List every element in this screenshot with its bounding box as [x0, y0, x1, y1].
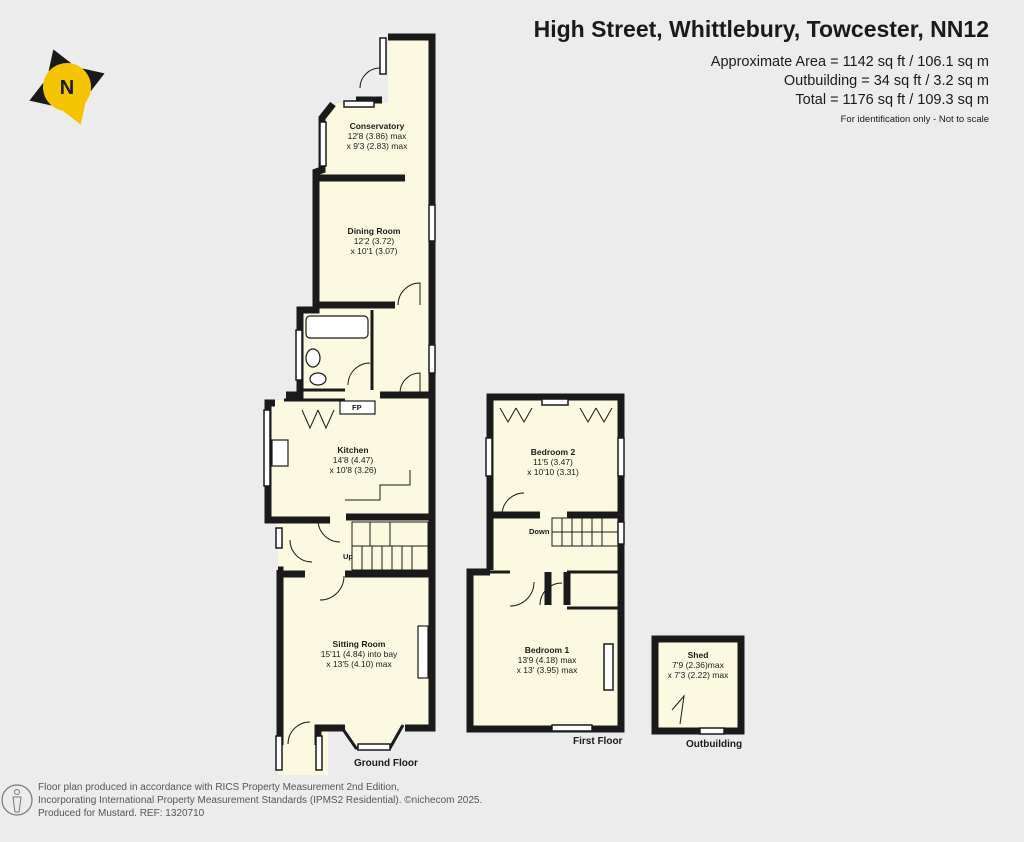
shed-window — [699, 727, 725, 735]
room-name: Kitchen — [337, 445, 369, 455]
room-dimension: 12'2 (3.72) — [353, 236, 395, 246]
ground-floor-fill — [270, 37, 432, 775]
outbuilding-label: Outbuilding — [686, 739, 743, 750]
room-sitting: Sitting Room 15'11 (4.84) into bay x 13'… — [321, 639, 398, 669]
room-dimension: 12'8 (3.86) max — [347, 131, 407, 141]
room-name: Sitting Room — [332, 639, 386, 649]
room-dimension: 11'5 (3.47) — [533, 457, 573, 467]
room-dimension: x 9'3 (2.83) max — [346, 141, 408, 151]
room-name: Bedroom 1 — [524, 645, 570, 655]
room-dimension: 14'8 (4.47) — [332, 455, 374, 465]
ipms-person-icon — [1, 784, 33, 816]
room-name: Conservatory — [349, 121, 405, 131]
room-dimension: x 7'3 (2.22) max — [667, 670, 729, 680]
room-name: Shed — [687, 650, 709, 660]
room-bedroom-1: Bedroom 1 13'9 (4.18) max x 13' (3.95) m… — [517, 645, 578, 675]
shed-outline — [651, 635, 745, 735]
footer-notes: Floor plan produced in accordance with R… — [38, 781, 482, 820]
compass-north-icon — [29, 49, 105, 125]
room-dimension: x 13'5 (4.10) max — [326, 659, 392, 669]
room-name: Bedroom 2 — [530, 447, 576, 457]
first-floor-walls — [466, 393, 625, 733]
room-dimension: 7'9 (2.36)max — [672, 660, 724, 670]
ground-floor-walls — [264, 33, 436, 745]
room-dimension: x 10'1 (3.07) — [350, 246, 398, 256]
room-kitchen: Kitchen 14'8 (4.47) x 10'8 (3.26) — [330, 445, 377, 475]
ground-floor-windows — [263, 37, 436, 771]
stairs-up-label: Up — [343, 552, 353, 561]
ground-floor-fixtures — [271, 315, 429, 679]
room-dimension: x 10'8 (3.26) — [329, 465, 377, 475]
ground-floor-doors — [287, 67, 421, 745]
outbuilding-area: Outbuilding = 34 sq ft / 3.2 sq m — [783, 73, 989, 89]
first-floor-windows — [485, 398, 625, 732]
first-floor-label: First Floor — [573, 736, 623, 747]
fireplace-label: FP — [352, 403, 362, 412]
property-address: High Street, Whittlebury, Towcester, NN1… — [533, 16, 989, 42]
room-dimension: 15'11 (4.84) into bay — [320, 649, 398, 659]
room-dining: Dining Room 12'2 (3.72) x 10'1 (3.07) — [348, 226, 401, 256]
room-dimension: x 10'10 (3.31) — [527, 467, 579, 477]
footer-line: Incorporating International Property Mea… — [38, 795, 483, 806]
room-shed: Shed 7'9 (2.36)max x 7'3 (2.22) max — [668, 650, 729, 680]
first-floor-partitions — [490, 570, 621, 610]
ground-floor-label: Ground Floor — [354, 758, 418, 769]
footer-line: Floor plan produced in accordance with R… — [38, 782, 400, 793]
room-dimension: x 13' (3.95) max — [516, 665, 578, 675]
stairs-ground — [345, 470, 429, 571]
shed-door — [671, 694, 685, 725]
approximate-area: Approximate Area = 1142 sq ft / 106.1 sq… — [710, 54, 989, 70]
disclaimer: For identification only - Not to scale — [840, 114, 989, 125]
footer-line: Produced for Mustard. REF: 1320710 — [38, 808, 205, 819]
first-floor-doors — [499, 407, 619, 607]
room-dimension: 13'9 (4.18) max — [517, 655, 577, 665]
total-area: Total = 1176 sq ft / 109.3 sq m — [795, 92, 989, 108]
room-name: Dining Room — [347, 226, 401, 236]
room-bedroom-2: Bedroom 2 11'5 (3.47) x 10'10 (3.31) — [527, 447, 579, 477]
compass-letter: N — [60, 77, 74, 99]
stairs-down-label: Down — [529, 527, 550, 536]
room-conservatory: Conservatory 12'8 (3.86) max x 9'3 (2.83… — [347, 121, 408, 151]
